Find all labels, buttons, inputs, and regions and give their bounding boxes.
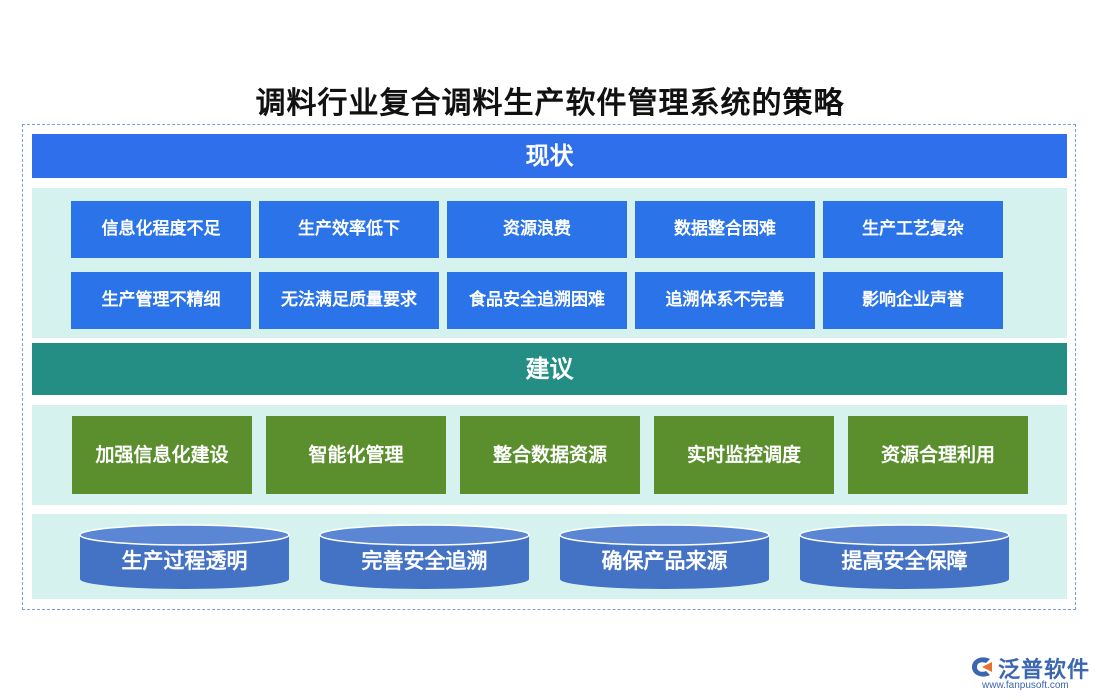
status-item: 追溯体系不完善	[635, 272, 815, 329]
goal-label: 完善安全追溯	[361, 549, 488, 573]
status-item: 生产管理不精细	[71, 272, 251, 329]
status-item: 生产效率低下	[259, 201, 439, 258]
advice-header: 建议	[32, 343, 1067, 395]
goal-cylinder: 确保产品来源	[559, 524, 770, 590]
status-item: 资源浪费	[447, 201, 627, 258]
advice-item: 资源合理利用	[848, 416, 1028, 494]
advice-panel: 加强信息化建设 智能化管理 整合数据资源 实时监控调度 资源合理利用	[32, 405, 1067, 505]
cylinder-shape	[79, 524, 290, 589]
fanpu-logo-icon	[972, 657, 992, 677]
goals-panel: 生产过程透明 完善安全追溯 确保产品来源 提高安全保障	[32, 514, 1067, 599]
status-grid: 信息化程度不足 生产效率低下 资源浪费 数据整合困难 生产工艺复杂 生产管理不精…	[71, 201, 1003, 329]
status-item: 信息化程度不足	[71, 201, 251, 258]
brand-logo: 泛普软件 www.fanpusoft.com	[968, 652, 1093, 692]
goals-row: 生产过程透明 完善安全追溯 确保产品来源 提高安全保障	[79, 524, 1010, 590]
goal-label: 生产过程透明	[121, 549, 248, 573]
goal-cylinder: 生产过程透明	[79, 524, 290, 590]
status-item: 数据整合困难	[635, 201, 815, 258]
status-item: 无法满足质量要求	[259, 272, 439, 329]
diagram-frame	[22, 124, 1076, 610]
advice-item: 整合数据资源	[460, 416, 640, 494]
cylinder-shape	[559, 524, 770, 589]
status-item: 影响企业声誉	[823, 272, 1003, 329]
cylinder-shape	[319, 524, 530, 589]
advice-item: 加强信息化建设	[72, 416, 252, 494]
goal-cylinder: 完善安全追溯	[319, 524, 530, 590]
page-title: 调料行业复合调料生产软件管理系统的策略	[255, 86, 845, 121]
goal-label: 确保产品来源	[601, 549, 728, 573]
logo-name: 泛普软件	[998, 658, 1091, 683]
goal-label: 提高安全保障	[841, 549, 968, 573]
advice-item: 实时监控调度	[654, 416, 834, 494]
advice-item: 智能化管理	[266, 416, 446, 494]
status-item: 食品安全追溯困难	[447, 272, 627, 329]
logo-url: www.fanpusoft.com	[982, 680, 1069, 691]
advice-row: 加强信息化建设 智能化管理 整合数据资源 实时监控调度 资源合理利用	[72, 416, 1028, 494]
cylinder-shape	[799, 524, 1010, 589]
status-panel: 信息化程度不足 生产效率低下 资源浪费 数据整合困难 生产工艺复杂 生产管理不精…	[32, 188, 1067, 338]
goal-cylinder: 提高安全保障	[799, 524, 1010, 590]
status-header: 现状	[32, 134, 1067, 178]
status-item: 生产工艺复杂	[823, 201, 1003, 258]
